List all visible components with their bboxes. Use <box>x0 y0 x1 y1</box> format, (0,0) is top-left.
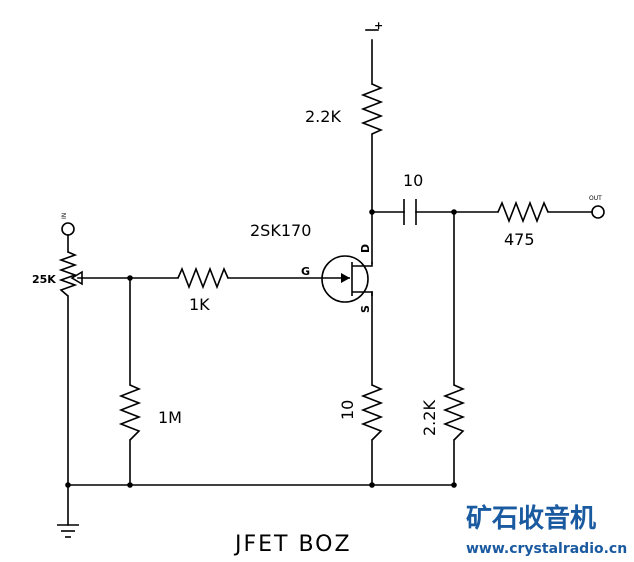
input-potentiometer <box>58 251 83 297</box>
input-terminal: IN <box>61 213 75 236</box>
load-resistor <box>442 384 466 441</box>
output-label: OUT <box>589 195 602 202</box>
load-resistor-label: 2.2K <box>420 400 439 436</box>
drain-resistor-label: 2.2K <box>305 107 341 126</box>
gate-resistor <box>177 266 229 290</box>
gate-pin-label: G <box>301 265 310 278</box>
source-pin-label: S <box>359 305 372 313</box>
output-terminal: OUT <box>589 195 605 219</box>
watermark-url: www.crystalradio.cn <box>466 541 627 557</box>
bias-resistor <box>118 384 142 441</box>
source-resistor <box>360 384 384 441</box>
supply-terminal: + <box>365 19 383 32</box>
output-resistor <box>497 200 549 224</box>
potentiometer-label: 25K <box>32 273 56 286</box>
diagram-title: JFET BOZ <box>233 532 352 557</box>
supply-label: + <box>374 19 383 32</box>
transistor-part-label: 2SK170 <box>250 221 311 240</box>
jfet-transistor <box>321 255 373 303</box>
watermark-name: 矿石收音机 <box>466 503 596 534</box>
drain-pin-label: D <box>359 244 372 253</box>
output-capacitor-label: 10 <box>403 171 423 190</box>
output-capacitor <box>403 199 417 225</box>
bias-resistor-label: 1M <box>158 408 182 427</box>
source-resistor-label: 10 <box>338 400 357 420</box>
input-label: IN <box>61 213 68 219</box>
output-resistor-label: 475 <box>504 230 535 249</box>
ground-symbol <box>57 524 79 538</box>
drain-resistor <box>360 83 384 135</box>
wires <box>67 39 593 526</box>
gate-resistor-label: 1K <box>189 295 210 314</box>
junction-dots <box>65 209 457 488</box>
watermark-logo: 矿石收音机 www.crystalradio.cn <box>466 503 627 557</box>
